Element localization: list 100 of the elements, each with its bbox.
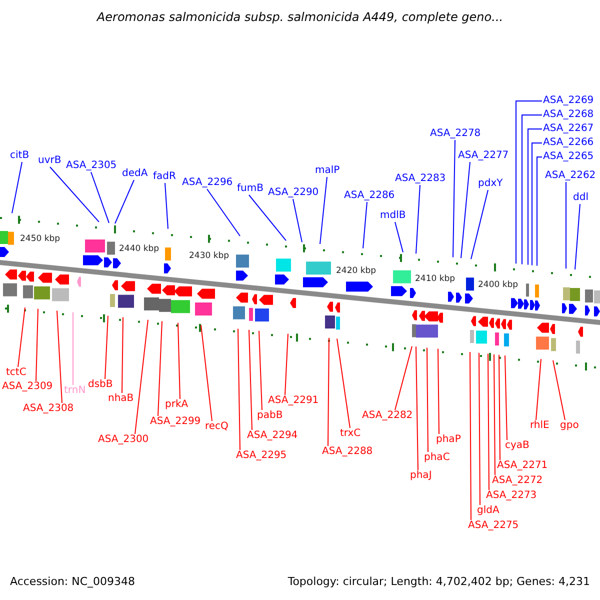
gene-label: ASA_2269 xyxy=(543,95,594,107)
gene-label: rhlE xyxy=(530,420,550,432)
leader-line xyxy=(90,172,110,224)
scale-label: 2400 kbp xyxy=(478,280,518,290)
gene-label: ASA_2309 xyxy=(2,381,53,393)
gene-label: ASA_2271 xyxy=(497,460,548,472)
gene-label: dsbB xyxy=(88,379,113,391)
scale-label: 2440 kbp xyxy=(119,244,160,254)
gene-label: recQ xyxy=(205,421,228,433)
gene-label: phaP xyxy=(436,434,461,446)
leader-line xyxy=(438,348,440,434)
leader-line xyxy=(362,202,368,249)
leader-line xyxy=(134,319,148,434)
gene-label: prkA xyxy=(165,399,188,411)
leader-line xyxy=(238,328,240,450)
gene-label: pdxY xyxy=(478,178,503,190)
leader-line xyxy=(532,142,542,266)
gene-label: ASA_2282 xyxy=(362,410,413,422)
gene-label: trnN xyxy=(64,385,86,397)
leader-line xyxy=(284,333,288,396)
leader-line xyxy=(498,354,500,460)
leader-line xyxy=(416,184,420,254)
leader-line xyxy=(122,316,124,394)
leader-line xyxy=(470,190,488,260)
gene-label: pabB xyxy=(257,410,283,422)
gene-label: tctC xyxy=(6,367,26,379)
leader-line xyxy=(494,354,496,476)
leader-line xyxy=(164,182,168,230)
gene-label: citB xyxy=(10,150,30,162)
scale-label: 2450 kbp xyxy=(20,235,60,244)
leader-line xyxy=(536,156,542,266)
leader-line xyxy=(206,188,240,236)
gene-label: dedA xyxy=(122,168,148,180)
leader-line xyxy=(18,307,26,368)
leader-line xyxy=(336,338,350,428)
leader-line xyxy=(452,140,456,258)
gene-label: ASA_2267 xyxy=(543,123,594,135)
gene-label: gpo xyxy=(560,420,579,432)
gene-label: ASA_2278 xyxy=(430,128,481,140)
gene-label: malP xyxy=(315,165,340,177)
leader-line xyxy=(478,352,480,506)
leader-line xyxy=(12,162,22,214)
leader-line xyxy=(258,330,262,410)
leader-line xyxy=(528,128,542,266)
leader-line xyxy=(522,114,542,265)
leader-line xyxy=(248,329,252,430)
accession-text: Accession: NC_009348 xyxy=(10,575,136,588)
leader-line xyxy=(488,353,490,490)
leader-line xyxy=(536,358,542,420)
gene-label: mdlB xyxy=(380,210,406,222)
leader-line xyxy=(460,162,470,259)
gene-label: cyaB xyxy=(505,440,530,452)
genome-stats-text: Topology: circular; Length: 4,702,402 bp; Genes: 4,231 xyxy=(288,575,590,588)
leader-line xyxy=(394,346,412,410)
gene-label: ASA_2294 xyxy=(247,430,298,442)
leader-line xyxy=(320,176,328,244)
gene-label: phaJ xyxy=(410,470,432,482)
gene-label: ASA_2305 xyxy=(66,160,117,172)
gene-label: fumB xyxy=(237,183,264,195)
gene-label: ASA_2273 xyxy=(486,490,537,502)
scale-label: 2420 kbp xyxy=(336,266,376,276)
leader-line xyxy=(72,312,74,386)
scale-label: 2410 kbp xyxy=(415,274,456,284)
leader-line xyxy=(200,324,212,422)
leader-line xyxy=(158,320,162,416)
gene-label: fadR xyxy=(153,171,176,183)
leader-line xyxy=(552,360,566,420)
gene-label: ASA_2266 xyxy=(543,137,594,149)
gene-label: ASA_2291 xyxy=(268,395,319,407)
gene-label: ASA_2277 xyxy=(458,150,509,162)
leader-line xyxy=(416,346,418,470)
gene-label: ASA_2288 xyxy=(322,446,373,458)
leader-line xyxy=(394,222,404,253)
gene-label: ASA_2265 xyxy=(543,151,594,163)
gene-label: trxC xyxy=(340,428,361,440)
gene-label: ddl xyxy=(573,192,588,204)
leader-line xyxy=(292,198,302,243)
leader-line xyxy=(516,100,542,264)
leader-line xyxy=(248,194,286,242)
leader-line xyxy=(56,310,62,404)
leader-line xyxy=(104,315,108,380)
gene-label: phaC xyxy=(424,452,450,464)
gene-label: ASA_2296 xyxy=(182,177,233,189)
gene-label: ASA_2286 xyxy=(344,190,395,202)
gene-label: ASA_2300 xyxy=(98,434,149,446)
gene-label: ASA_2283 xyxy=(395,173,446,185)
gene-label: ASA_2275 xyxy=(468,520,519,532)
leader-line xyxy=(114,180,134,224)
leader-line xyxy=(50,166,100,222)
gene-label: gldA xyxy=(477,505,500,517)
scale-label: 2430 kbp xyxy=(189,252,230,261)
diagram-title: Aeromonas salmonicida subsp. salmonicida A449, complete geno... xyxy=(95,10,504,24)
leader-line xyxy=(36,308,38,382)
leader-line xyxy=(504,355,508,440)
gene-label: ASA_2262 xyxy=(545,170,596,182)
gene-label: uvrB xyxy=(38,155,62,167)
leader-line xyxy=(574,204,580,270)
gene-label: ASA_2268 xyxy=(543,109,594,121)
gene-label: ASA_2272 xyxy=(492,475,543,487)
leader-line xyxy=(426,347,428,452)
